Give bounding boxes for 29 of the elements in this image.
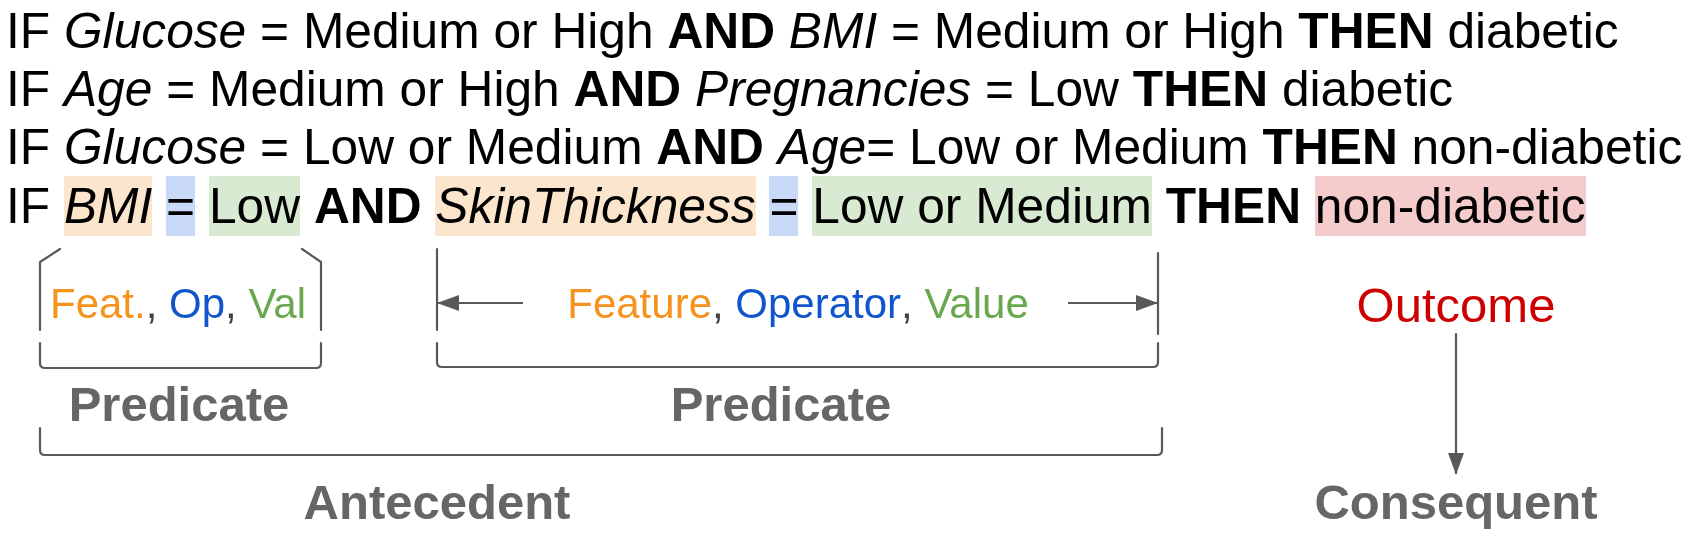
rule-keyword: THEN [1165,177,1301,236]
category-label: Predicate [670,375,892,433]
term-label: Feat. [50,279,146,329]
category-label: Consequent [1314,473,1598,531]
highlighted-term: = [166,176,196,236]
highlighted-term: SkinThickness [435,176,756,236]
term-label: Feature [567,279,712,329]
rule-keyword: AND [313,177,422,236]
term-label: Outcome [1356,276,1556,334]
comma: , [712,279,724,329]
comma: , [145,279,158,329]
rule-text: IF Glucose = Low or Medium AND Age= Low or Medium THEN non-diabetic [6,118,1683,176]
term-label: Val [248,279,306,329]
highlighted-term: Low or Medium [812,176,1152,236]
highlighted-term: = [769,176,799,236]
rule-keyword: IF [6,177,51,236]
comma: , [225,279,237,329]
comma: , [901,279,913,329]
term-label: Operator [735,279,902,329]
term-label: Op [169,279,226,329]
highlighted-term: non-diabetic [1314,176,1586,236]
highlighted-term: BMI [63,176,153,236]
rule-text: IF Age = Medium or High AND Pregnancies = Low THEN diabetic [6,60,1454,118]
term-label: Value [924,279,1029,329]
category-label: Antecedent [303,473,571,531]
category-label: Predicate [68,375,290,433]
rule-text: IF Glucose = Medium or High AND BMI = Medium or High THEN diabetic [6,2,1619,60]
arrow [1448,333,1464,475]
highlighted-term: Low [208,176,301,236]
